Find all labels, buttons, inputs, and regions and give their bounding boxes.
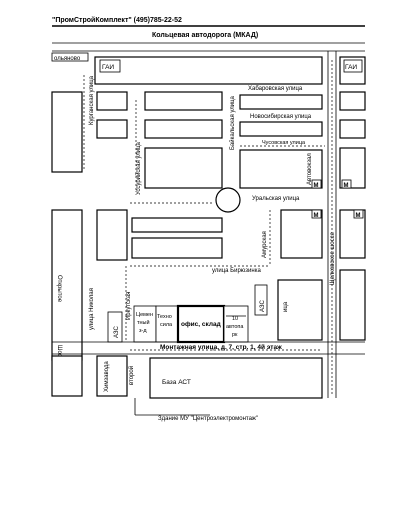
block-lower-right — [277, 279, 323, 341]
block-khabarovskaya-north — [94, 56, 323, 85]
block-row2-right — [339, 91, 366, 111]
block-row2-b — [144, 91, 223, 111]
company-title: "ПромСтройКомплект" (495)785-22-52 — [52, 16, 182, 24]
cement-label-2: тный — [137, 319, 150, 326]
block-row3-right — [339, 119, 366, 139]
avtopark-box — [223, 305, 249, 343]
tehnosila-label-1: Техно — [157, 314, 172, 320]
cement-label-3: з-д — [139, 328, 147, 334]
amurskaya-label: Амурская — [262, 231, 268, 258]
block-row2-a — [96, 91, 128, 111]
metro-label-2: М — [344, 183, 349, 189]
biryuzinka-label: улица Бирюзинка — [212, 268, 261, 274]
nikolaya-label: улица Николая — [89, 288, 95, 330]
roundabout — [215, 187, 241, 213]
gai-left-box — [99, 59, 121, 73]
olyanovo-label: ольяново — [54, 56, 81, 62]
khimzavoda-label: Химзавода — [104, 361, 110, 392]
metro-icon-1 — [311, 179, 322, 189]
azs-right-box — [254, 284, 268, 316]
block-row3-a — [96, 119, 128, 139]
gai-right-box — [343, 59, 363, 73]
zdanie-label: Здание МУ "Центроэлектромонтаж" — [158, 416, 258, 422]
irkutskaya-label: Иркутская — [126, 292, 132, 320]
cement-label-1: Цемен — [136, 312, 153, 318]
shosse-label: Шоссе — [56, 345, 62, 364]
gai-right-label: ГАИ — [345, 64, 357, 71]
block-row2-c — [239, 94, 323, 110]
avtopark-label-1: 10 — [232, 316, 238, 322]
block-row3-c — [239, 121, 323, 137]
otkrytoe-label: Открытое — [56, 275, 62, 303]
ussuriyskaya-label: Уссурийская улица — [135, 141, 142, 195]
block-baza-ast — [149, 357, 323, 399]
montazhnaya-label: Монтажная улица, д. 7, стр. 1, 4й этаж — [160, 343, 282, 351]
block-mid-b — [131, 217, 223, 233]
irtysh-label: ица — [283, 301, 289, 312]
avtovokzal-label: Автовокзал — [307, 153, 313, 185]
block-mid-right — [339, 209, 366, 259]
mkad-label: Кольцевая автодорога (МКАД) — [152, 32, 258, 39]
office-label: офис, склад — [181, 321, 221, 328]
block-avtovokzal — [239, 149, 323, 189]
novosibirskaya-label: Новосибирская улица — [250, 114, 312, 120]
block-lower-far-right — [339, 269, 366, 341]
block-bottom-west — [51, 355, 83, 397]
kurganskaya-label: Курганская улица — [89, 75, 95, 125]
metro-label-3: М — [314, 213, 319, 219]
khabarovskaya-label: Хабаровская улица — [248, 86, 303, 92]
uralskaya-label: Уральская улица — [252, 196, 300, 202]
chusovskaya-label: Чусовская улица — [262, 140, 306, 146]
metro-icon-3 — [311, 209, 322, 219]
gai-left-label: ГАИ — [102, 64, 114, 71]
olyanovo-box — [51, 52, 89, 62]
tehnosila-label-2: сила — [160, 322, 173, 328]
avtopark-label-3: рк — [232, 332, 238, 338]
shchelkovskoe-label: Щелковское шоссе — [330, 231, 336, 285]
metro-icon-2 — [341, 179, 352, 189]
block-mid-c — [131, 237, 223, 259]
block-west — [51, 91, 83, 173]
metro-label-4: М — [356, 213, 361, 219]
avtopark-label-2: автопа — [226, 324, 244, 330]
metro-label-1: М — [314, 183, 319, 189]
block-row4-a — [144, 147, 223, 189]
block-khimzavoda — [96, 355, 128, 397]
baza-label: База АСТ — [162, 379, 191, 386]
block-west-lower — [51, 209, 83, 361]
baykalskaya-label: Байкальская улица — [229, 95, 236, 150]
vtoroy-label: второй — [128, 366, 135, 385]
metro-icon-4 — [353, 209, 364, 219]
block-mid-a — [96, 209, 128, 261]
block-row3-b — [144, 119, 223, 139]
azs-right-label: АЗС — [260, 300, 266, 312]
azs-left-label: АЗС — [114, 326, 120, 338]
